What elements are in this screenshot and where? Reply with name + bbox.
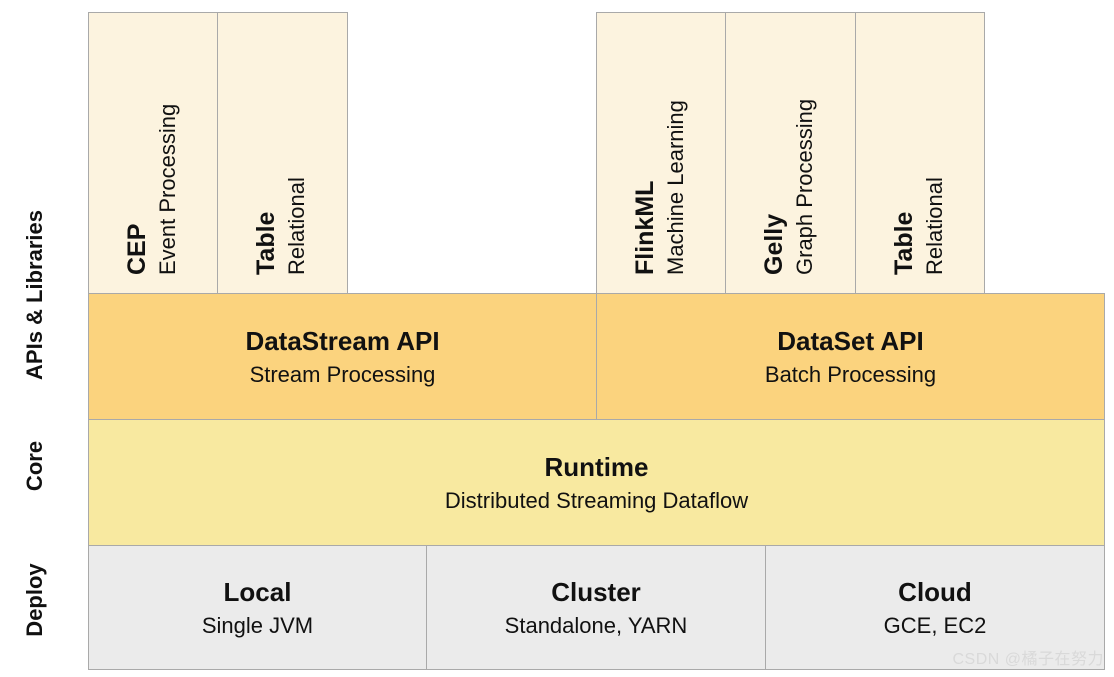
deploy-cluster: Cluster Standalone, YARN <box>426 545 766 670</box>
core-runtime: Runtime Distributed Streaming Dataflow <box>88 419 1105 546</box>
library-subtitle: Relational <box>284 177 309 275</box>
deploy-title: Cluster <box>551 576 641 607</box>
deploy-title: Cloud <box>898 576 972 607</box>
deploy-local: Local Single JVM <box>88 545 427 670</box>
library-subtitle: Machine Learning <box>663 100 688 275</box>
core-title: Runtime <box>544 451 649 482</box>
library-cep: CEP Event Processing <box>88 12 218 294</box>
deploy-cloud: Cloud GCE, EC2 <box>765 545 1105 670</box>
library-flinkml: FlinkML Machine Learning <box>596 12 726 294</box>
side-label-apis-libraries: APIs & Libraries <box>22 210 47 380</box>
deploy-title: Local <box>223 576 292 607</box>
library-gelly: Gelly Graph Processing <box>725 12 856 294</box>
library-title: Table <box>890 211 918 275</box>
api-dataset: DataSet API Batch Processing <box>596 293 1105 420</box>
library-subtitle: Relational <box>922 177 947 275</box>
library-title: Table <box>252 211 280 275</box>
deploy-subtitle: Single JVM <box>201 612 314 638</box>
library-table-right: Table Relational <box>855 12 985 294</box>
core-subtitle: Distributed Streaming Dataflow <box>444 487 749 513</box>
api-title: DataSet API <box>777 325 924 356</box>
library-subtitle: Event Processing <box>155 103 180 275</box>
api-subtitle: Stream Processing <box>249 361 436 387</box>
library-title: CEP <box>123 223 151 275</box>
library-subtitle: Graph Processing <box>792 98 817 275</box>
api-title: DataStream API <box>245 325 440 356</box>
api-datastream: DataStream API Stream Processing <box>88 293 597 420</box>
library-title: Gelly <box>760 213 788 275</box>
deploy-subtitle: Standalone, YARN <box>504 612 688 638</box>
side-label-core: Core <box>22 440 47 492</box>
library-table-left: Table Relational <box>217 12 348 294</box>
deploy-subtitle: GCE, EC2 <box>883 612 987 638</box>
library-title: FlinkML <box>631 180 659 275</box>
watermark: CSDN @橘子在努力 <box>952 651 1104 668</box>
api-subtitle: Batch Processing <box>764 361 937 387</box>
side-label-deploy: Deploy <box>22 563 47 637</box>
